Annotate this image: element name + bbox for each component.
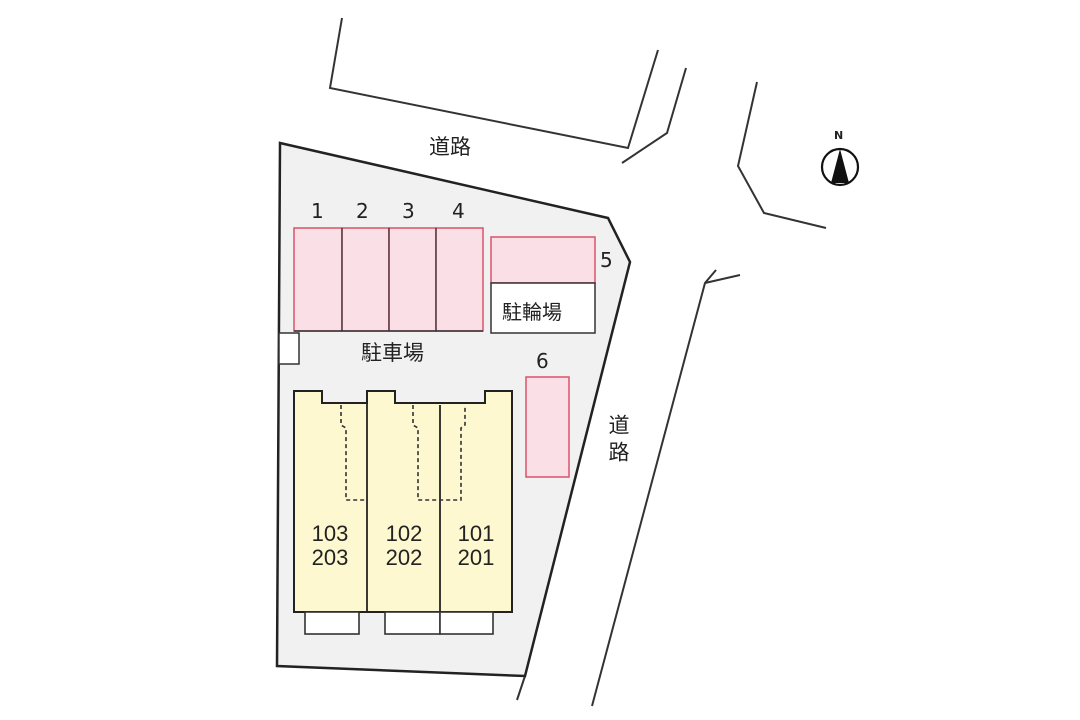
- unit-101-201[interactable]: 101 201: [446, 522, 506, 570]
- north-arrow-icon: [820, 147, 860, 187]
- parking-space-3[interactable]: [388, 227, 437, 332]
- road-north-east-edge: [621, 67, 687, 164]
- parking-space-4[interactable]: [435, 227, 484, 332]
- compass-north-label: N: [834, 129, 844, 142]
- parking-row-north: [293, 227, 484, 332]
- unit-upper-202: 202: [385, 544, 423, 570]
- road-east-near-edge-tail: [516, 675, 526, 701]
- apartment-building: [293, 390, 513, 635]
- parking-space-5[interactable]: [490, 236, 596, 284]
- unit-upper-203: 203: [311, 544, 349, 570]
- parking-space-label-2: 2: [356, 199, 369, 223]
- unit-upper-201: 201: [457, 544, 495, 570]
- parking-space-label-1: 1: [311, 199, 324, 223]
- bicycle-parking-label: 駐輪場: [502, 300, 562, 324]
- parking-space-1[interactable]: [293, 227, 343, 332]
- unit-ground-101: 101: [457, 521, 495, 546]
- parking-space-6[interactable]: [525, 376, 570, 478]
- parking-space-label-3: 3: [402, 199, 415, 223]
- parking-space-label-4: 4: [452, 199, 465, 223]
- road-east-block-outline: [736, 81, 827, 229]
- balcony-101: [439, 611, 494, 635]
- unit-102-202[interactable]: 102 202: [374, 522, 434, 570]
- road-north-block-outline: [328, 17, 659, 150]
- bicycle-parking[interactable]: [490, 282, 596, 334]
- parking-space-2[interactable]: [341, 227, 390, 332]
- balcony-102: [384, 611, 441, 635]
- unit-ground-103: 103: [311, 521, 349, 546]
- unit-103-203[interactable]: 103 203: [300, 522, 360, 570]
- parking-space-label-5: 5: [600, 248, 613, 272]
- road-lines: [328, 17, 827, 707]
- balcony-103: [304, 611, 360, 635]
- utility-box: [278, 332, 300, 365]
- parking-area-label: 駐車場: [361, 341, 424, 365]
- road-east-corner: [704, 274, 741, 284]
- road-label-north: 道路: [429, 135, 471, 159]
- road-label-east: 道路: [606, 414, 630, 468]
- unit-ground-102: 102: [385, 521, 423, 546]
- parking-space-label-6: 6: [536, 349, 549, 373]
